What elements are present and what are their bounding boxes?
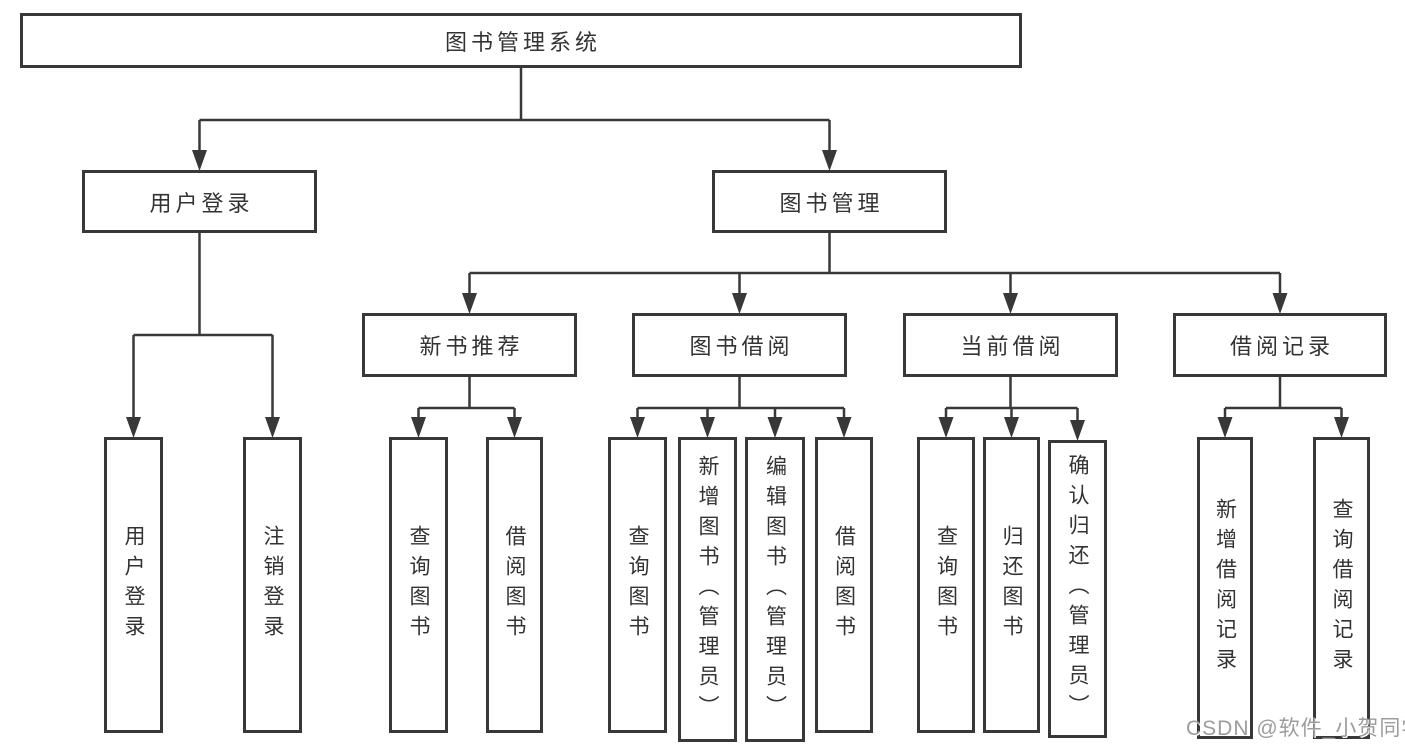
arrowhead-to-bw-borrow [836, 417, 852, 438]
arrowhead-to-current [1003, 293, 1018, 314]
node-borrow: 图书借阅 [632, 313, 847, 377]
node-rec-add: 新增借阅记录 [1197, 437, 1253, 739]
arrowhead-to-cur-confirm [1070, 420, 1085, 441]
arrowhead-to-login [192, 150, 207, 171]
node-rec-query: 查询借阅记录 [1313, 437, 1370, 739]
edge-from-login [132, 233, 274, 433]
node-nb-borrow: 借阅图书 [486, 437, 543, 733]
node-cur-return: 归还图书 [983, 437, 1040, 733]
watermark: CSDN @软件_小贺同学 [1186, 717, 1405, 740]
node-label: 确认归还（管理员） [1066, 454, 1089, 724]
node-bw-add: 新增图书（管理员） [678, 437, 737, 742]
arrowhead-to-nb-query [411, 417, 426, 438]
node-label: 新增图书（管理员） [696, 454, 719, 725]
node-login: 用户登录 [82, 170, 317, 233]
node-nb-query: 查询图书 [389, 437, 448, 733]
edge-from-newbook [417, 377, 516, 433]
arrowhead-to-record [1272, 293, 1288, 314]
node-record: 借阅记录 [1173, 313, 1387, 377]
node-label: 查询图书 [626, 525, 649, 645]
arrowhead-to-bw-query [630, 417, 645, 438]
arrowhead-to-v-login [126, 417, 141, 438]
edge-from-record [1223, 377, 1343, 433]
node-label: 图书管理 [779, 190, 884, 216]
node-label: 新增借阅记录 [1213, 498, 1237, 678]
arrowhead-to-bw-edit [767, 417, 783, 438]
arrowhead-to-mgmt [822, 150, 837, 171]
node-root: 图书管理系统 [20, 13, 1022, 68]
node-label: 注销登录 [261, 525, 284, 645]
edge-from-borrow [636, 377, 846, 433]
arrowhead-to-v-logout [265, 417, 280, 438]
node-label: 查询图书 [934, 525, 958, 645]
arrowhead-to-rec-query [1334, 417, 1349, 438]
arrowhead-to-cur-query [938, 417, 954, 438]
node-label: 查询图书 [407, 525, 430, 645]
edge-from-root [198, 68, 831, 166]
node-label: 图书管理系统 [444, 29, 601, 55]
arrowhead-to-newbook [462, 293, 477, 314]
node-label: 借阅图书 [503, 525, 526, 645]
node-label: 编辑图书（管理员） [763, 454, 787, 725]
node-label: 用户登录 [122, 525, 145, 645]
node-label: 归还图书 [1000, 525, 1023, 645]
arrowhead-to-borrow [732, 293, 747, 314]
node-label: 图书借阅 [689, 334, 794, 359]
node-label: 新书推荐 [419, 334, 524, 359]
node-label: 用户登录 [149, 190, 254, 216]
node-bw-edit: 编辑图书（管理员） [745, 437, 805, 742]
node-mgmt: 图书管理 [712, 170, 947, 233]
arrowhead-to-cur-return [1004, 417, 1019, 438]
arrowhead-to-rec-add [1217, 417, 1233, 438]
arrowhead-to-nb-borrow [507, 417, 522, 438]
edge-from-mgmt [468, 233, 1282, 309]
node-v-logout: 注销登录 [243, 437, 302, 733]
node-label: 查询借阅记录 [1330, 498, 1353, 678]
node-bw-borrow: 借阅图书 [815, 437, 873, 733]
node-cur-confirm: 确认归还（管理员） [1048, 440, 1107, 738]
arrowhead-to-bw-add [700, 417, 715, 438]
node-label: 借阅记录 [1229, 334, 1334, 359]
node-bw-query: 查询图书 [608, 437, 667, 733]
node-cur-query: 查询图书 [917, 437, 975, 733]
node-current: 当前借阅 [903, 313, 1118, 377]
node-newbook: 新书推荐 [362, 313, 577, 377]
node-label: 当前借阅 [960, 334, 1065, 359]
node-label: 借阅图书 [832, 525, 856, 645]
node-v-login: 用户登录 [104, 437, 163, 733]
